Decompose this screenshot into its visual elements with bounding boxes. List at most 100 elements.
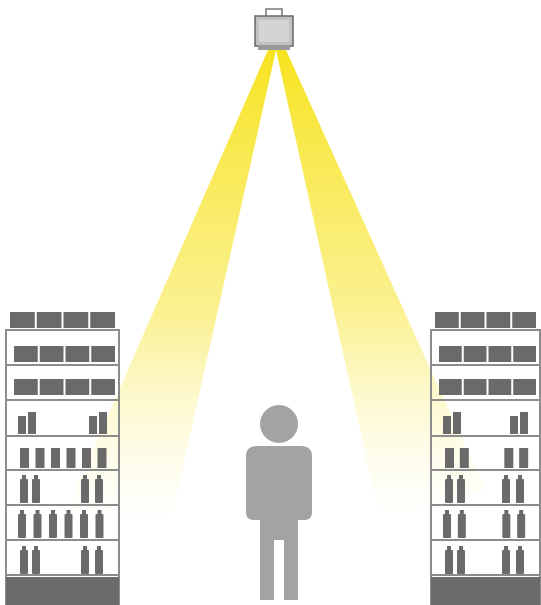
product-box xyxy=(445,448,454,468)
person-icon xyxy=(246,405,312,600)
bottle xyxy=(33,514,42,538)
bottle xyxy=(81,550,89,574)
bottle-cap xyxy=(459,510,464,514)
product-box xyxy=(89,416,97,434)
product-box xyxy=(36,312,62,328)
product-box xyxy=(439,346,462,362)
bottle-cap xyxy=(83,546,87,550)
bottle xyxy=(81,479,89,503)
product-box xyxy=(10,312,35,328)
bottle-cap xyxy=(82,510,86,514)
product-box xyxy=(520,412,528,434)
product-box xyxy=(453,412,461,434)
product-box xyxy=(513,379,536,395)
product-box xyxy=(14,346,38,362)
bottle xyxy=(18,514,26,538)
shelf-frame xyxy=(430,329,541,605)
product-box xyxy=(459,448,469,468)
product-box xyxy=(97,448,107,468)
shelf-right xyxy=(430,312,541,605)
bottle-cap xyxy=(34,546,38,550)
bottle xyxy=(95,514,104,538)
product-box xyxy=(443,416,451,434)
bottle-cap xyxy=(519,510,524,514)
product-box xyxy=(504,448,514,468)
bottle xyxy=(457,514,466,538)
bottle xyxy=(516,479,524,503)
bottle xyxy=(516,550,524,574)
product-box xyxy=(488,379,512,395)
product-box xyxy=(51,448,60,468)
bottle xyxy=(502,550,510,574)
product-box xyxy=(486,312,511,328)
bottle xyxy=(457,550,465,574)
bottle-cap xyxy=(518,546,522,550)
bottle-cap xyxy=(97,510,102,514)
product-box xyxy=(63,312,89,328)
product-box xyxy=(82,448,91,468)
product-box xyxy=(513,346,536,362)
bottle-cap xyxy=(459,546,463,550)
light-beam-right xyxy=(276,50,485,520)
bottle xyxy=(445,479,453,503)
product-box xyxy=(20,448,29,468)
bottle-cap xyxy=(504,510,509,514)
bottle xyxy=(502,514,511,538)
product-box xyxy=(463,346,487,362)
bottle-cap xyxy=(445,510,449,514)
bottle-cap xyxy=(34,475,38,479)
bottle xyxy=(517,514,526,538)
bottle-cap xyxy=(35,510,40,514)
bottle xyxy=(49,514,57,538)
product-box xyxy=(460,312,485,328)
bottle-cap xyxy=(22,546,26,550)
bottle xyxy=(32,479,40,503)
bottle-cap xyxy=(447,475,451,479)
bottle-cap xyxy=(518,475,522,479)
bottle xyxy=(20,479,28,503)
bottle-cap xyxy=(20,510,24,514)
product-box xyxy=(463,379,487,395)
product-box xyxy=(435,312,459,328)
bottle-cap xyxy=(459,475,463,479)
shelf-base xyxy=(6,577,119,605)
bottle xyxy=(20,550,28,574)
product-box xyxy=(91,379,115,395)
bottle-cap xyxy=(66,510,71,514)
bottle-cap xyxy=(51,510,55,514)
product-box xyxy=(99,412,107,434)
product-box xyxy=(90,312,115,328)
bottle xyxy=(95,550,103,574)
product-box xyxy=(39,379,64,395)
bottle-cap xyxy=(83,475,87,479)
product-box xyxy=(18,416,26,434)
light-beam-left xyxy=(60,50,276,525)
bottle xyxy=(445,550,453,574)
product-box xyxy=(14,379,38,395)
bottle-cap xyxy=(447,546,451,550)
product-box xyxy=(35,448,45,468)
bottle xyxy=(457,479,465,503)
product-box xyxy=(512,312,536,328)
bottle xyxy=(64,514,73,538)
bottle-cap xyxy=(504,546,508,550)
bottle-cap xyxy=(22,475,26,479)
product-box xyxy=(91,346,115,362)
product-box xyxy=(519,448,529,468)
product-box xyxy=(39,346,64,362)
product-box xyxy=(66,448,76,468)
shelf-left xyxy=(5,312,120,605)
bottle xyxy=(80,514,88,538)
bottle-cap xyxy=(97,546,101,550)
bottle-cap xyxy=(504,475,508,479)
product-box xyxy=(510,416,518,434)
bottle xyxy=(443,514,451,538)
projector-icon xyxy=(254,8,294,50)
product-box xyxy=(439,379,462,395)
bottle-cap xyxy=(97,475,101,479)
product-box xyxy=(65,379,90,395)
shelf-base xyxy=(431,577,540,605)
bottle xyxy=(502,479,510,503)
shelf-frame xyxy=(5,329,120,605)
